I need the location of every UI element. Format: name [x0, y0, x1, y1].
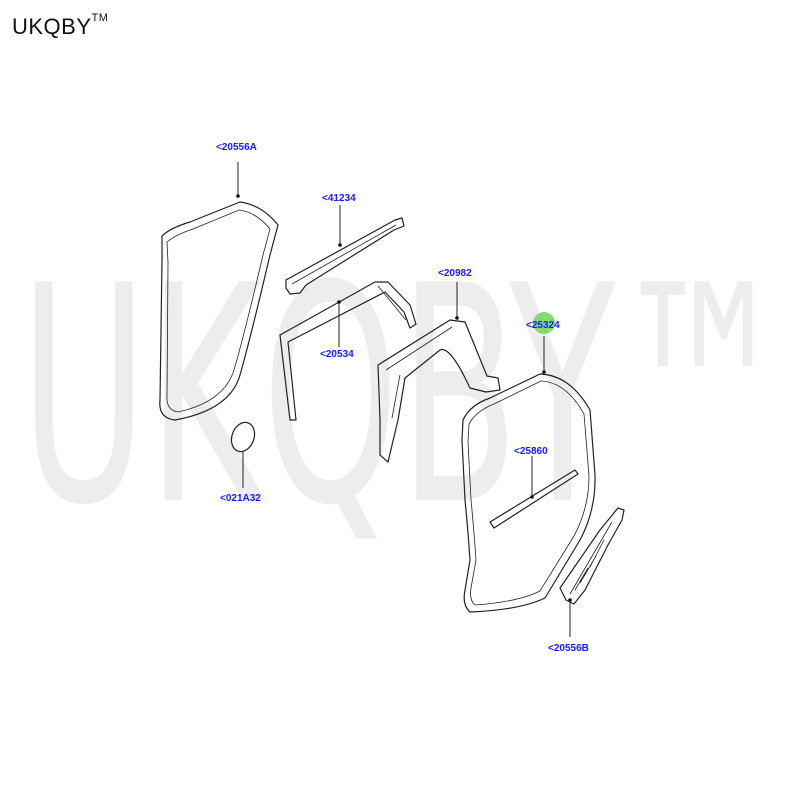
- rear-door-seal[interactable]: [461, 373, 596, 613]
- highlight-marker: [533, 312, 555, 334]
- brand-name: UKQBY: [12, 14, 92, 39]
- watermark: UKQBY™: [20, 222, 790, 571]
- front-door-seal[interactable]: [159, 201, 279, 421]
- callout-20982[interactable]: <20982: [438, 268, 472, 279]
- b-pillar-trim[interactable]: [377, 319, 501, 463]
- callout-20556A[interactable]: <20556A: [216, 142, 257, 153]
- callout-021A32[interactable]: <021A32: [220, 493, 261, 504]
- callout-20556B[interactable]: <20556B: [548, 643, 589, 654]
- belt-molding[interactable]: [489, 469, 579, 529]
- trademark: TM: [91, 12, 109, 24]
- callout-41234[interactable]: <41234: [322, 193, 356, 204]
- round-plug[interactable]: [228, 419, 259, 455]
- callout-25324[interactable]: <25324: [526, 320, 560, 331]
- window-channel[interactable]: [279, 281, 417, 421]
- brand-logo: UKQBYTM: [12, 12, 109, 40]
- callout-25860[interactable]: <25860: [514, 446, 548, 457]
- callout-20534[interactable]: <20534: [320, 349, 354, 360]
- trim-strip[interactable]: [285, 217, 405, 295]
